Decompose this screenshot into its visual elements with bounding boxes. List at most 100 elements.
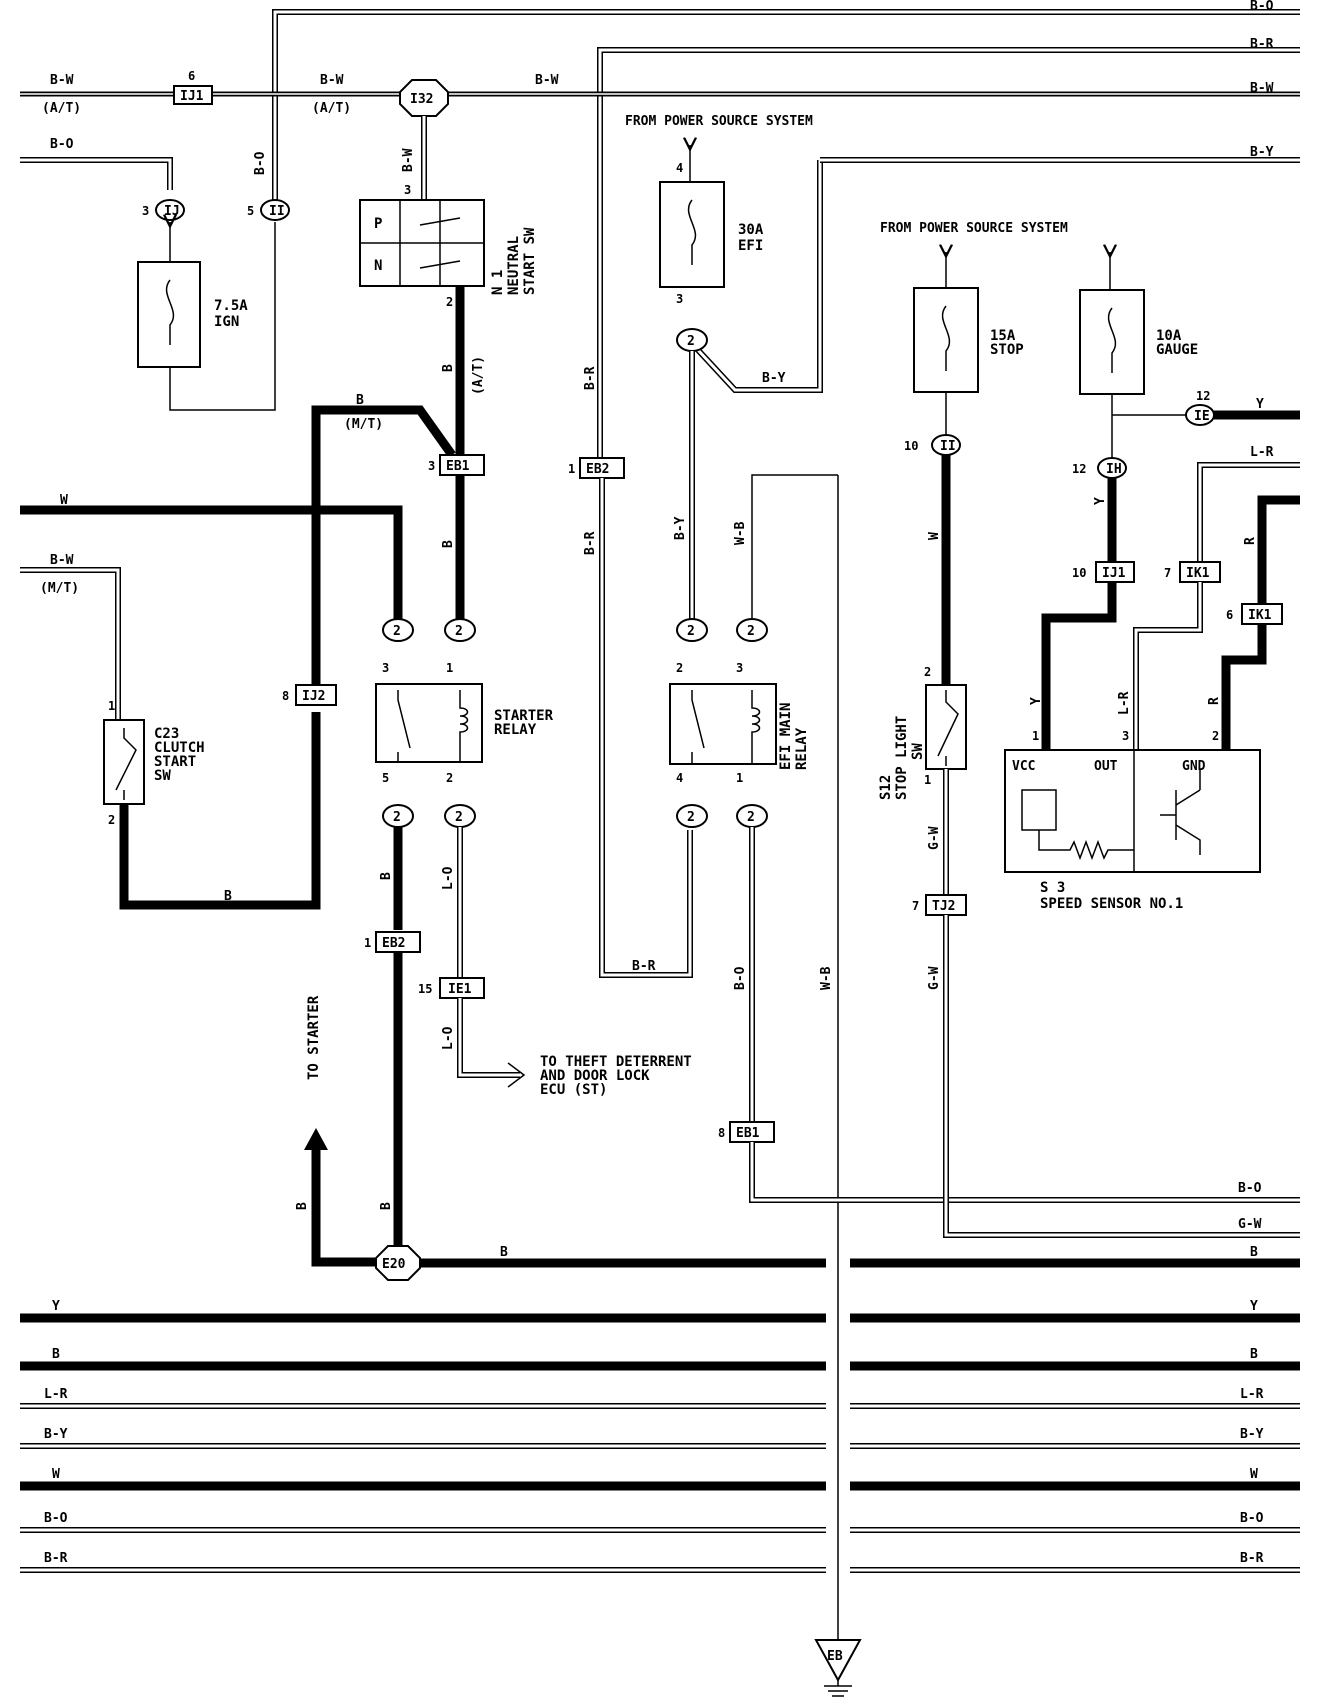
stop-name-3: SW — [910, 743, 926, 760]
wire-label-b: B — [441, 364, 456, 372]
fuse-10a-gauge — [1079, 289, 1145, 395]
bus-label-b-right: B — [1250, 1347, 1258, 1362]
wire-label-bw-mt: B-W — [50, 553, 74, 568]
neutral-n-label: N — [374, 258, 382, 274]
ground-eb — [814, 1639, 862, 1683]
neutral-name: N 1 — [490, 270, 506, 295]
connector-ii-stop-label: II — [940, 439, 956, 454]
to-starter-label: TO STARTER — [306, 995, 322, 1080]
clutch-name-4: SW — [154, 768, 171, 784]
bus-label-bo-right: B-O — [1240, 1511, 1264, 1526]
neutral-p-label: P — [374, 216, 382, 232]
wire-label-b-4: B — [379, 1202, 394, 1210]
wire-label-bo-efi: B-O — [733, 966, 748, 990]
pin-label: 3 — [736, 661, 743, 675]
ground-eb-label: EB — [827, 1649, 843, 1664]
fuse-stop-name: STOP — [990, 342, 1024, 358]
bus-label-y-left: Y — [52, 1299, 60, 1314]
pin-label: 8 — [718, 1126, 725, 1140]
connector-2-f — [736, 618, 768, 642]
at-label-left: (A/T) — [42, 101, 81, 116]
wire-label-lr-top: L-R — [1250, 445, 1274, 460]
ground-symbol-icon — [824, 1680, 852, 1697]
fuse-30a-efi — [659, 181, 725, 288]
connector-ih-label: IH — [1106, 462, 1122, 477]
pin-label: 8 — [282, 689, 289, 703]
relay-switch-icon — [691, 690, 705, 764]
theft-label-2: AND DOOR LOCK — [540, 1068, 650, 1084]
fuse-element-icon — [687, 199, 697, 265]
fuse-ign-amp: 7.5A — [214, 298, 248, 314]
wire-label-bw-top: B-W — [1250, 81, 1274, 96]
wire-label-bw-right: B-W — [535, 73, 559, 88]
wire-label-bw-left: B-W — [50, 73, 74, 88]
connector-ij1-top — [173, 85, 213, 105]
connector-eb1-b-label: EB1 — [736, 1126, 760, 1141]
wire-label-br-bottom: B-R — [632, 959, 656, 974]
wire-label-by-top: B-Y — [1250, 145, 1274, 160]
connector-tj2-label: TJ2 — [932, 899, 955, 914]
connector-2-b — [444, 618, 476, 642]
connector-eb1-a-label: EB1 — [446, 459, 470, 474]
wire-label-b-3: B — [379, 872, 394, 880]
wire-label-br-vert-2: B-R — [583, 531, 598, 555]
junction-i32-label: I32 — [410, 92, 433, 107]
connector-ie1-label: IE1 — [448, 982, 472, 997]
connector-ik1-a-label: IK1 — [1186, 566, 1210, 581]
wire-label-bo-top: B-O — [1250, 0, 1274, 14]
wire-label-by-efi: B-Y — [762, 371, 786, 386]
circle-2-label: 2 — [393, 810, 401, 825]
relay-switch-icon — [397, 690, 411, 762]
switch-icon — [115, 728, 137, 800]
pin-label: 4 — [676, 771, 683, 785]
circle-2-label: 2 — [455, 810, 463, 825]
bus-label-br-right: B-R — [1240, 1551, 1264, 1566]
fuse-element-icon — [165, 279, 175, 345]
connector-ii-top-label: II — [269, 204, 285, 219]
clutch-name-1: C23 — [154, 726, 179, 742]
pin-label: 3 — [404, 183, 411, 197]
fuse-7-5a-ign — [137, 261, 201, 368]
speed-sensor-code: S 3 — [1040, 880, 1065, 896]
pin-label: 1 — [108, 699, 115, 713]
fuse-stop-amp: 15A — [990, 328, 1016, 344]
wire-label-b-5: B — [295, 1202, 310, 1210]
pin-label: 3 — [676, 292, 683, 306]
wire-label-bo-left: B-O — [50, 137, 74, 152]
bus-label-w-left: W — [52, 1467, 60, 1482]
arrow-up-icon — [304, 1128, 328, 1150]
bus-label-lr-right: L-R — [1240, 1387, 1264, 1402]
wire-label-bw-vert: B-W — [401, 148, 416, 172]
pin-label: 7 — [1164, 566, 1171, 580]
pin-label: 2 — [108, 813, 115, 827]
pin-label: 3 — [142, 204, 149, 218]
connector-eb2-b-label: EB2 — [382, 936, 405, 951]
bus-label-bo-left: B-O — [44, 1511, 68, 1526]
junction-e20-label: E20 — [382, 1257, 406, 1272]
fuse-element-icon — [1107, 307, 1117, 373]
stop-name-2: STOP LIGHT — [894, 716, 910, 800]
circle-2-label: 2 — [455, 624, 463, 639]
fuse-efi-name: EFI — [738, 238, 763, 254]
wire-label-w: W — [60, 493, 68, 508]
pin-label: 7 — [912, 899, 919, 913]
starter-relay-name-2: RELAY — [494, 722, 537, 738]
switch-contact-icon — [419, 217, 461, 269]
bus-label-b-left: B — [52, 1347, 60, 1362]
efi-main-relay — [669, 683, 777, 765]
out-label: OUT — [1094, 759, 1118, 774]
pin-label: 2 — [676, 661, 683, 675]
wire-label-bo-right: B-O — [1238, 1181, 1262, 1196]
connector-ij-label: IJ — [164, 204, 180, 219]
wire-label-by-vert: B-Y — [673, 516, 688, 540]
mt-label: (M/T) — [344, 417, 383, 432]
fuse-ign-name: IGN — [214, 314, 239, 330]
neutral-name-3: START SW — [522, 227, 538, 295]
top-bus — [20, 9, 1300, 468]
stop-name-1: S12 — [878, 775, 894, 800]
pin-label: 1 — [568, 462, 575, 476]
wire-label-y-vcc: Y — [1029, 697, 1044, 705]
connector-2-a — [382, 618, 414, 642]
wire-label-gw-right: G-W — [1238, 1217, 1262, 1232]
wire-label-b-2: B — [441, 540, 456, 548]
